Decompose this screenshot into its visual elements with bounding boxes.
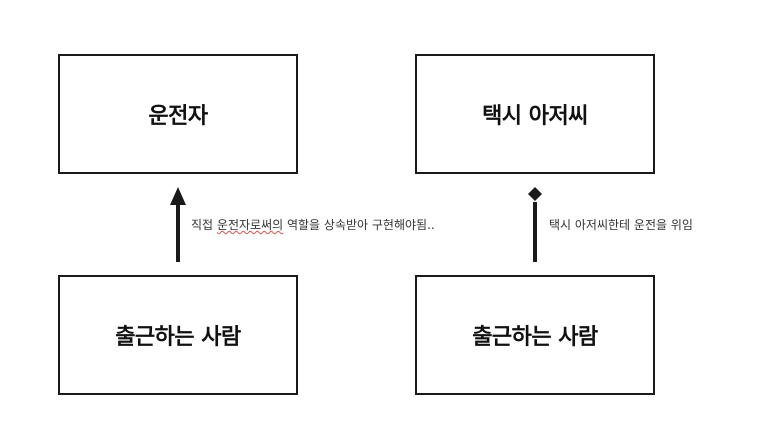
commuter-right-label: 출근하는 사람: [472, 325, 598, 350]
commuter-left-label: 출근하는 사람: [115, 325, 241, 350]
inheritance-label: 직접 운전자로써의 역할을 상속받아 구현해야됨..: [191, 216, 435, 233]
inheritance-label-suffix: 역할을 상속받아 구현해야됨..: [283, 218, 435, 232]
driver-box: 운전자: [58, 54, 298, 174]
diamond-arrowhead-icon: [528, 187, 542, 201]
delegation-arrow: [528, 187, 542, 262]
commuter-box-left: 출근하는 사람: [58, 275, 298, 395]
inheritance-label-underlined: 운전자로써의: [216, 218, 284, 232]
taxi-driver-box: 택시 아저씨: [415, 54, 655, 174]
delegation-label: 택시 아저씨한테 운전을 위임: [549, 218, 693, 232]
driver-label: 운전자: [148, 104, 208, 129]
triangle-arrowhead-icon: [170, 187, 186, 205]
commuter-box-right: 출근하는 사람: [415, 275, 655, 395]
taxi-driver-label: 택시 아저씨: [482, 104, 588, 129]
inheritance-label-prefix: 직접: [191, 218, 217, 232]
inheritance-arrow: [170, 187, 186, 262]
